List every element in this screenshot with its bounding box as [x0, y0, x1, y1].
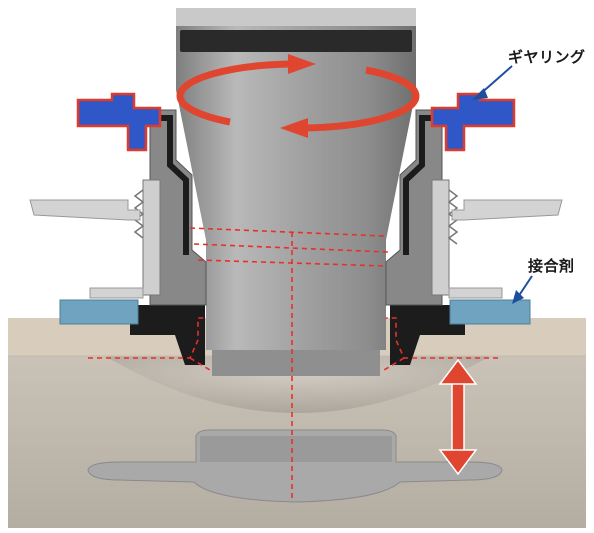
- lower-flange: [87, 429, 503, 503]
- adhesive-block: [59, 299, 531, 325]
- rotation-arrow-icon: [176, 54, 420, 138]
- base-gasket: [130, 305, 465, 365]
- vertical-double-arrow-icon: [438, 358, 478, 476]
- main-pipe: [176, 8, 416, 376]
- adhesive-label: 接合剤: [528, 257, 575, 275]
- dashed-guide-lines: [88, 227, 498, 498]
- housing-left: [29, 109, 207, 306]
- gear-ring-label: ギヤリング: [508, 48, 586, 66]
- callout-arrow-icon: [472, 65, 533, 304]
- gear-ring-left: [76, 92, 162, 152]
- housing-right: [385, 109, 563, 306]
- gear-ring-right: [430, 92, 516, 152]
